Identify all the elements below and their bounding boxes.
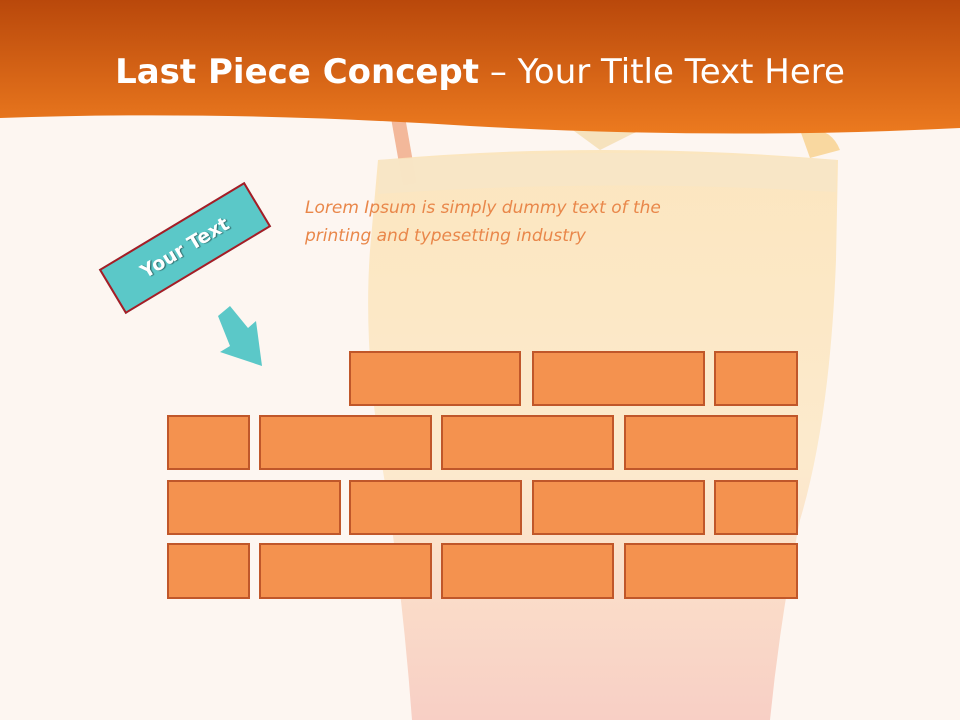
brick [714,480,798,535]
brick [167,543,250,599]
brick [441,415,614,470]
brick [624,543,798,599]
title-subtitle: – Your Title Text Here [489,52,845,92]
brick [714,351,798,406]
brick [167,415,250,470]
brick [441,543,614,599]
brick [349,480,522,535]
brick [259,415,432,470]
brick [624,415,798,470]
brick [532,480,705,535]
brick [349,351,521,406]
body-text: Lorem Ipsum is simply dummy text of the … [305,198,661,246]
brick [532,351,705,406]
slide-title: Last Piece Concept – Your Title Text Her… [0,52,960,92]
arrow-down-right-icon [218,306,262,366]
brick [167,480,341,535]
brick [259,543,432,599]
title-main: Last Piece Concept [115,52,480,92]
